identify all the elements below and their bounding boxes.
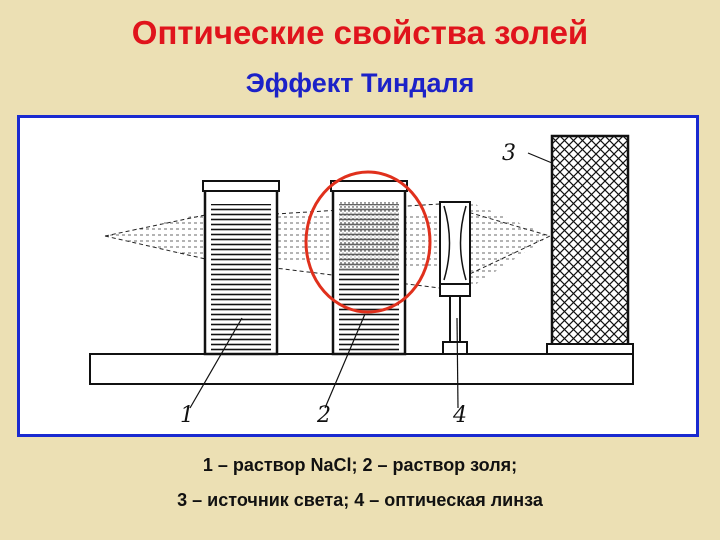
light-source — [546, 134, 634, 355]
beaker-sol — [330, 180, 408, 356]
label-3: 3 — [502, 141, 516, 166]
optical-lens — [439, 201, 471, 355]
caption-line-1: 1 – раствор NaCl; 2 – раствор золя; — [202, 455, 518, 475]
beaker-nacl — [202, 180, 280, 356]
caption-line-2: 3 – источник света; 4 – оптическая линза — [177, 490, 543, 510]
tyndall-diagram: 1 2 3 4 — [17, 115, 699, 437]
slide-title: Оптические свойства золей — [131, 14, 589, 51]
label-4: 4 — [452, 403, 467, 428]
base-platform — [89, 353, 634, 385]
light-beam — [104, 202, 552, 289]
highlight-circle — [304, 170, 432, 314]
leader-lines — [189, 152, 553, 409]
label-2: 2 — [316, 403, 331, 428]
slide-subtitle: Эффект Тиндаля — [245, 68, 475, 98]
tyndall-diagram-drawing: 1 2 3 4 — [89, 134, 634, 428]
label-1: 1 — [180, 403, 194, 428]
